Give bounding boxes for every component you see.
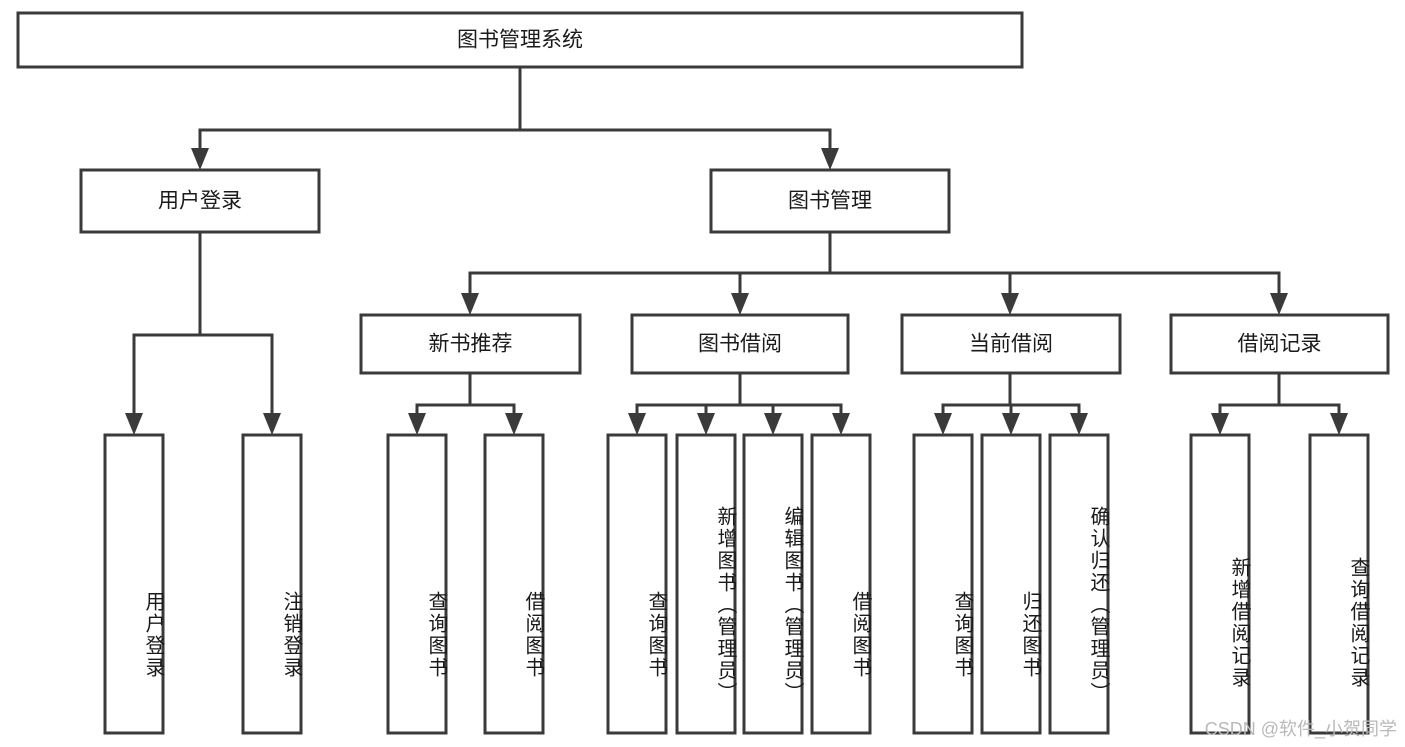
node-root-box[interactable] <box>16 11 1024 69</box>
node-current-borrow-box[interactable] <box>900 313 1122 375</box>
root-to-level2-arrowhead-1 <box>821 148 839 170</box>
recommend-to-leaves-arrowhead-1 <box>505 413 523 435</box>
borrow-to-leaves-arrowhead-1 <box>697 413 715 435</box>
node-book-manage-label: 图书管理 <box>788 190 872 213</box>
user-login-to-leaves-arrowhead-1 <box>263 413 281 435</box>
borrow-to-leaves-arrowhead-0 <box>628 413 646 435</box>
node-leaf-user-logout-box[interactable] <box>241 433 303 735</box>
current-to-leaves-arrowhead-1 <box>1002 413 1020 435</box>
node-leaf-borrow-book-rec-box[interactable] <box>483 433 545 735</box>
node-book-borrow-box[interactable] <box>630 313 850 375</box>
book-manage-to-level3-arrowhead-1 <box>731 293 749 315</box>
node-leaf-add-record-box[interactable] <box>1189 433 1251 735</box>
book-manage-to-level3-arrowhead-2 <box>1001 293 1019 315</box>
node-leaf-edit-book-box[interactable] <box>742 433 804 735</box>
node-leaf-return-book-box[interactable] <box>980 433 1042 735</box>
connector-layer <box>125 65 1348 435</box>
node-leaf-query-book-borrow-box[interactable] <box>606 433 668 735</box>
node-book-borrow-label: 图书借阅 <box>698 333 782 356</box>
node-box-layer <box>16 11 1390 735</box>
node-user-login-box[interactable] <box>79 168 321 234</box>
node-leaf-user-login-box[interactable] <box>103 433 165 735</box>
node-borrow-record-label: 借阅记录 <box>1238 333 1322 356</box>
node-user-login-label: 用户登录 <box>158 190 242 213</box>
node-leaf-query-book-cur-box[interactable] <box>912 433 974 735</box>
node-leaf-borrow-book-box[interactable] <box>810 433 872 735</box>
node-new-book-recommend-box[interactable] <box>359 313 582 375</box>
current-to-leaves-arrowhead-0 <box>934 413 952 435</box>
node-book-manage-box[interactable] <box>709 168 951 234</box>
watermark-text: CSDN @软件_小贺同学 <box>1204 719 1397 739</box>
node-leaf-query-book-rec-box[interactable] <box>386 433 448 735</box>
record-to-leaves-arrowhead-1 <box>1330 413 1348 435</box>
node-root-label: 图书管理系统 <box>457 29 583 52</box>
node-new-book-recommend-label: 新书推荐 <box>429 333 513 356</box>
book-manage-to-level3-arrowhead-3 <box>1270 293 1288 315</box>
node-borrow-record-box[interactable] <box>1169 313 1390 375</box>
node-leaf-add-book-box[interactable] <box>675 433 737 735</box>
current-to-leaves-arrowhead-2 <box>1070 413 1088 435</box>
borrow-to-leaves-arrowhead-2 <box>764 413 782 435</box>
node-leaf-query-record-box[interactable] <box>1308 433 1370 735</box>
book-manage-to-level3-arrowhead-0 <box>461 293 479 315</box>
user-login-to-leaves-arrowhead-0 <box>125 413 143 435</box>
root-to-level2-arrowhead-0 <box>191 148 209 170</box>
borrow-to-leaves-arrowhead-3 <box>832 413 850 435</box>
record-to-leaves-arrowhead-0 <box>1211 413 1229 435</box>
recommend-to-leaves-arrowhead-0 <box>408 413 426 435</box>
node-leaf-confirm-return-box[interactable] <box>1048 433 1110 735</box>
node-current-borrow-label: 当前借阅 <box>969 333 1053 356</box>
